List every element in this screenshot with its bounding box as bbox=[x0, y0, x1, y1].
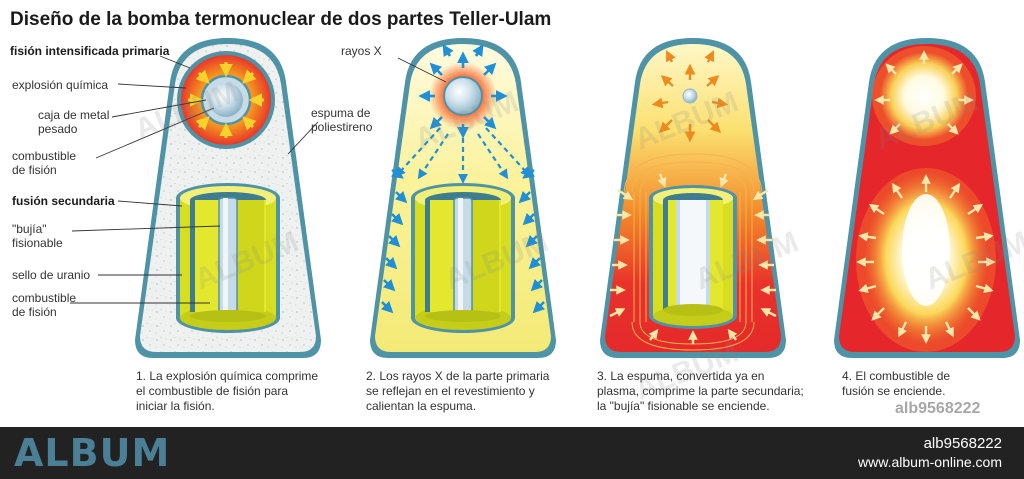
caption-1-line1: 1. La explosión química comprime bbox=[136, 369, 318, 383]
caption-2-line1: 2. Los rayos X de la parte primaria bbox=[366, 369, 550, 383]
footer-logo[interactable]: ALBUM bbox=[14, 431, 171, 475]
panel-4 bbox=[834, 38, 1020, 358]
label-uranium-seal: sello de uranio bbox=[12, 268, 90, 282]
panel-1: fisión intensificada primaria explosión … bbox=[10, 38, 373, 358]
caption-1-line3: iniciar la fisión. bbox=[136, 399, 215, 413]
captions: 1. La explosión química comprime el comb… bbox=[136, 369, 950, 413]
primary-compression-arrows bbox=[188, 62, 264, 138]
label-foam-line2: poliestireno bbox=[311, 120, 373, 134]
page-title: Diseño de la bomba termonuclear de dos p… bbox=[10, 9, 551, 30]
plasma-arrows-top bbox=[651, 50, 729, 143]
footer-bar: ALBUM alb9568222 www.album-online.com bbox=[0, 427, 1024, 479]
caption-2-line2: se reflejan en el revestimiento y bbox=[366, 384, 535, 398]
secondary-3-compressed bbox=[649, 185, 737, 329]
primary-core-2 bbox=[443, 76, 483, 116]
label-fission-fuel-top-line1: combustible bbox=[12, 149, 76, 163]
caption-4-line2: fusión se enciende. bbox=[842, 384, 945, 398]
caption-3-line1: 3. La espuma, convertida ya en bbox=[597, 369, 764, 383]
label-spark-plug-line2: fisionable bbox=[12, 236, 63, 250]
label-metal-case-line1: caja de metal bbox=[38, 108, 109, 122]
xray-arrows-radial bbox=[418, 44, 508, 139]
label-xrays: rayos X bbox=[341, 44, 382, 58]
caption-3-line3: la "bujía" fisionable se enciende. bbox=[597, 399, 770, 413]
label-secondary-fusion: fusión secundaria bbox=[12, 194, 115, 208]
caption-4-line1: 4. El combustible de bbox=[842, 369, 950, 383]
xray-leader-line bbox=[397, 57, 447, 83]
watermark-id: alb9568222 bbox=[895, 400, 981, 417]
label-fission-fuel-top-line2: de fisión bbox=[12, 163, 57, 177]
panel-2: rayos X bbox=[341, 38, 556, 358]
flash-bottom-core bbox=[902, 194, 950, 306]
xray-arrows-dashed bbox=[395, 127, 531, 184]
caption-3-line2: plasma, comprime la parte secundaria; bbox=[597, 384, 804, 398]
primary-remnant-3 bbox=[682, 88, 698, 104]
label-metal-case-line2: pesado bbox=[38, 122, 78, 136]
plasma-field-lines bbox=[623, 153, 763, 351]
secondary-2 bbox=[411, 183, 515, 333]
label-foam-line1: espuma de bbox=[311, 106, 371, 120]
label-spark-plug-line1: "bujía" bbox=[12, 222, 47, 236]
label-primary-fission: fisión intensificada primaria bbox=[10, 44, 170, 58]
primary-fission-fuel bbox=[209, 83, 243, 117]
caption-1-line2: el combustible de fisión para bbox=[136, 384, 288, 398]
label-fission-fuel-bottom-line2: de fisión bbox=[12, 305, 57, 319]
secondary-1 bbox=[176, 183, 280, 333]
xray-arrows-side bbox=[380, 167, 546, 314]
panel-3 bbox=[600, 38, 786, 358]
footer-url-link[interactable]: www.album-online.com bbox=[858, 454, 1002, 470]
plasma-arrows-sides bbox=[609, 173, 777, 344]
caption-2-line3: calientan la espuma. bbox=[366, 399, 476, 413]
label-fission-fuel-bottom-line1: combustible bbox=[12, 291, 76, 305]
flash-top bbox=[880, 52, 968, 140]
footer-image-id: alb9568222 bbox=[923, 435, 1002, 452]
leader-lines bbox=[70, 55, 319, 304]
label-chemical-explosion: explosión química bbox=[12, 78, 108, 92]
fusion-arrows bbox=[856, 50, 996, 344]
